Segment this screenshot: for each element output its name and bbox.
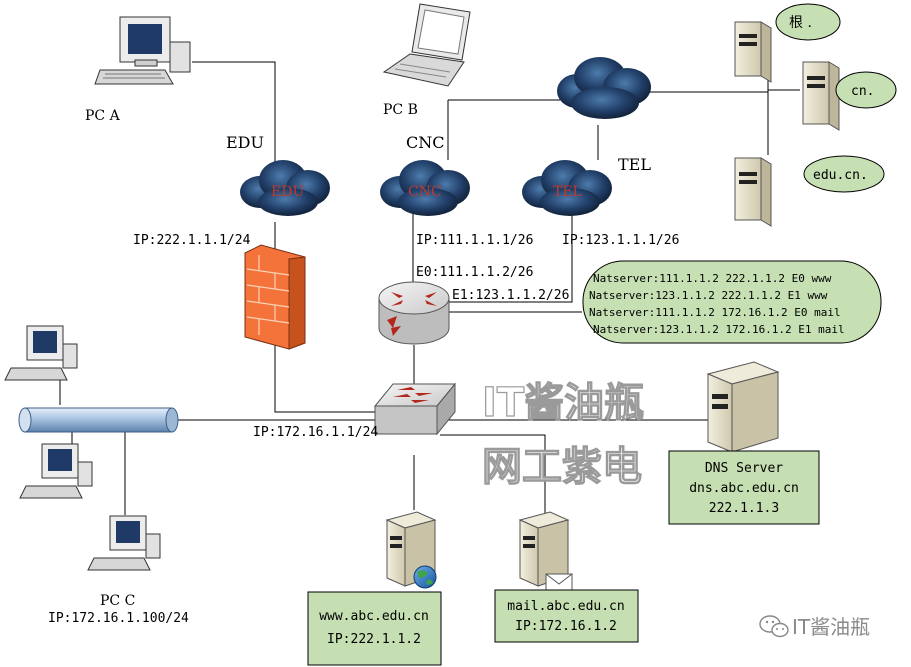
edu-cloud-label: EDU — [271, 184, 304, 200]
dns-server-ip: 222.1.1.3 — [709, 501, 779, 516]
root-dns-server — [734, 21, 772, 83]
dns-server-hostname: dns.abc.edu.cn — [689, 481, 799, 496]
router-icon — [378, 281, 450, 345]
cnc-cloud-label: CNC — [408, 184, 442, 200]
link-switch-mail — [440, 434, 546, 515]
pc-c-label: PC C — [100, 593, 135, 609]
wechat-icon — [759, 615, 789, 638]
link-pca-edu — [192, 61, 276, 170]
switch-icon — [373, 382, 457, 436]
nat-table-bubble — [582, 260, 882, 344]
www-server-hostname: www.abc.edu.cn — [319, 609, 429, 624]
mail-server-ip: IP:172.16.1.2 — [515, 619, 617, 634]
lan-pc-2 — [19, 443, 93, 499]
mail-server-icon — [518, 511, 570, 587]
nat-line-1: Natserver:111.1.1.2 222.1.1.2 E0 www — [593, 272, 832, 285]
cnc-ip-label: IP:111.1.1.1/26 — [416, 233, 533, 248]
brand-watermark: IT酱油瓶 — [792, 615, 870, 639]
watermark-line-1: IT酱油瓶 — [482, 380, 644, 426]
nat-line-4: Natserver:123.1.1.2 172.16.1.2 E1 mail — [593, 323, 845, 336]
pc-c-ip-label: IP:172.16.1.100/24 — [48, 611, 189, 626]
edu-cloud — [240, 160, 330, 216]
pc-a-label: PC A — [85, 108, 121, 124]
connection-lines — [59, 60, 800, 515]
dns-server-box — [668, 450, 820, 525]
pc-a-computer — [94, 16, 191, 85]
tel-cloud — [522, 160, 612, 216]
edu-ip-label: IP:222.1.1.1/24 — [133, 233, 251, 248]
pc-b-laptop — [382, 3, 471, 87]
mail-envelope-icon — [545, 573, 573, 591]
pc-b-label: PC B — [383, 102, 418, 118]
edu-cn-label: edu.cn. — [813, 168, 868, 183]
edu-isp-label: EDU — [226, 133, 264, 152]
link-tel-router — [448, 212, 573, 303]
cn-label: cn. — [851, 84, 874, 99]
root-bubble — [775, 3, 841, 41]
internet-cloud — [557, 57, 651, 119]
mail-server-box — [494, 589, 639, 643]
link-firewall-switch — [274, 340, 375, 413]
watermark-line-2: 网工紫电 — [482, 444, 642, 490]
router-e1-label: E1:123.1.1.2/26 — [452, 288, 569, 303]
pc-c-computer — [87, 515, 161, 571]
firewall-icon — [244, 244, 306, 350]
tel-ip-label: IP:123.1.1.1/26 — [562, 233, 679, 248]
dns-server-icon — [706, 361, 780, 453]
router-e0-label: E0:111.1.1.2/26 — [416, 265, 533, 280]
dns-server-title: DNS Server — [705, 461, 783, 476]
root-label: 根 . — [789, 15, 812, 31]
www-server-ip: IP:222.1.1.2 — [327, 632, 421, 647]
nat-line-2: Natserver:123.1.1.2 222.1.1.2 E1 www — [589, 289, 828, 302]
cnc-isp-label: CNC — [406, 133, 444, 152]
mail-server-hostname: mail.abc.edu.cn — [507, 599, 624, 614]
cn-bubble — [835, 71, 897, 109]
tel-isp-label: TEL — [618, 155, 651, 174]
tel-cloud-label: TEL — [553, 184, 582, 200]
cn-dns-server — [802, 61, 840, 131]
globe-icon — [413, 565, 437, 589]
switch-ip-label: IP:172.16.1.1/24 — [253, 425, 378, 440]
edu-cn-dns-server — [734, 157, 772, 227]
nat-line-3: Natserver:111.1.1.2 172.16.1.2 E0 mail — [589, 306, 841, 319]
lan-bus-pipe — [18, 407, 179, 433]
lan-pc-1 — [4, 325, 78, 381]
www-server-box — [307, 591, 442, 666]
www-server-icon — [385, 511, 437, 587]
edu-cn-bubble — [803, 155, 885, 193]
cnc-cloud — [380, 160, 470, 216]
